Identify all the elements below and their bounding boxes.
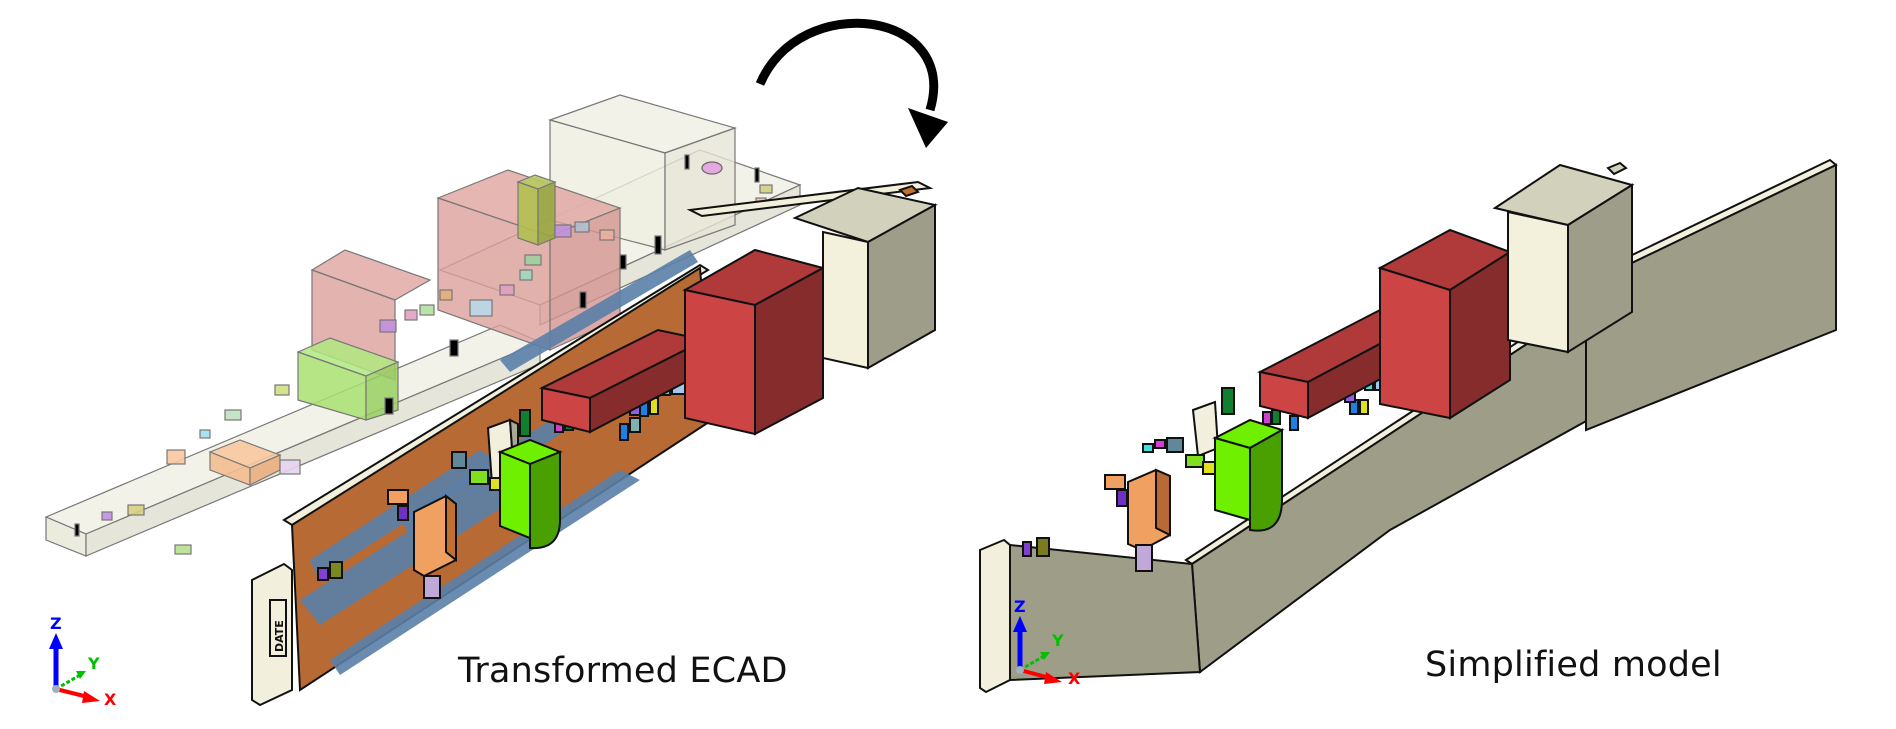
z-axis-label: Z <box>50 615 62 633</box>
caption-simplified-model: Simplified model <box>1425 645 1722 685</box>
z-axis-label: Z <box>1014 598 1026 616</box>
board-marking-text: DATE <box>273 620 286 652</box>
simplified-model-3d-view <box>979 158 1838 694</box>
z-axis-arrow-icon <box>1013 616 1027 670</box>
simplified-pcb-board <box>979 158 1838 694</box>
pink-hole <box>701 161 723 175</box>
y-axis-label: Y <box>87 654 100 673</box>
transformed-ecad-3d-view: DATE <box>44 18 948 707</box>
x-axis-arrow-icon <box>1019 668 1062 684</box>
transparent-component-layer <box>44 94 802 557</box>
caption-transformed-ecad: Transformed ECAD <box>458 651 788 691</box>
x-axis-arrow-icon <box>55 687 100 703</box>
z-axis-arrow-icon <box>49 633 63 689</box>
simplified-model-panel: Z Y X Simplified model <box>960 0 1896 729</box>
y-axis-arrow-icon <box>55 671 86 691</box>
green-capacitor <box>497 438 563 550</box>
green-capacitor <box>1212 418 1285 532</box>
red-large-block <box>682 248 826 436</box>
cream-large-block <box>792 184 938 370</box>
rotation-arrow-icon <box>755 18 948 148</box>
red-large-block <box>1377 228 1513 420</box>
axis-origin <box>1016 666 1024 674</box>
cream-large-block <box>1492 161 1635 354</box>
axis-origin <box>52 685 60 693</box>
transformed-ecad-panel: DATE <box>44 18 948 709</box>
y-axis-label: Y <box>1051 631 1064 650</box>
x-axis-label: X <box>104 690 117 709</box>
red-connector-block <box>538 328 708 434</box>
axis-triad: Z Y X <box>1013 598 1081 688</box>
date-marking: DATE <box>269 599 287 657</box>
board-face-left <box>1009 543 1202 682</box>
axis-triad: Z Y X <box>49 615 117 709</box>
y-axis-arrow-icon <box>1019 652 1050 672</box>
x-axis-label: X <box>1068 669 1081 688</box>
